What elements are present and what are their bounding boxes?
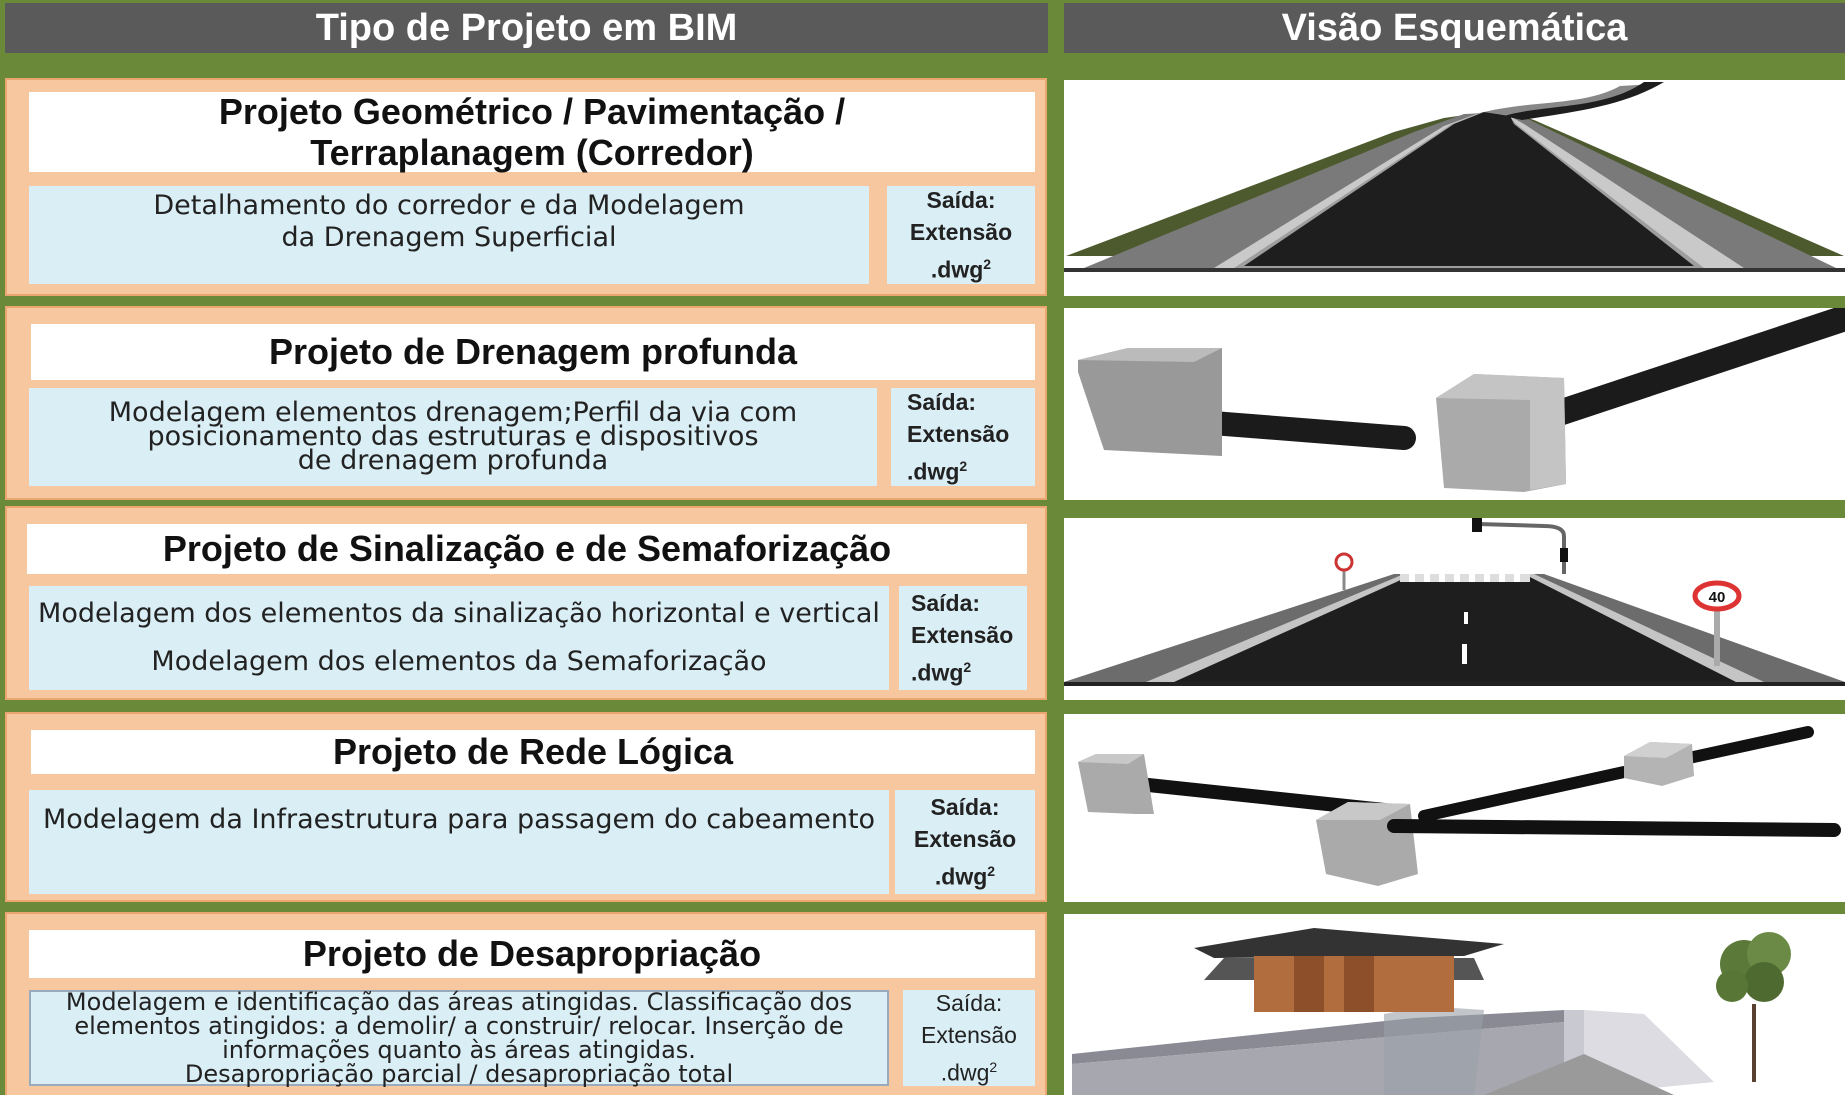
drainage-pipes-illustration [1064, 308, 1845, 500]
output-format: Saída: Extensão .dwg2 [895, 790, 1035, 894]
output-format: Saída: Extensão .dwg2 [903, 990, 1035, 1086]
house-expropriation-illustration [1064, 914, 1845, 1095]
speed-sign-text: 40 [1709, 589, 1726, 606]
project-description: Modelagem elementos drenagem;Perfil da v… [29, 388, 877, 486]
project-description: Modelagem e identificação das áreas atin… [29, 990, 889, 1086]
header-project-type: Tipo de Projeto em BIM [5, 3, 1048, 53]
project-title: Projeto Geométrico / Pavimentação / Terr… [29, 91, 1035, 173]
project-title: Projeto de Rede Lógica [31, 730, 1035, 774]
network-ducts-illustration [1064, 714, 1845, 902]
project-title: Projeto de Drenagem profunda [31, 324, 1035, 380]
output-format: Saída: Extensão .dwg2 [899, 586, 1027, 690]
project-row-signaling: Projeto de Sinalização e de Semaforizaçã… [5, 506, 1047, 700]
project-row-deep-drainage: Projeto de Drenagem profunda Modelagem e… [5, 306, 1047, 500]
project-description: Modelagem da Infraestrutura para passage… [29, 790, 889, 894]
project-title: Projeto de Desapropriação [29, 930, 1035, 978]
output-format: Saída: Extensão .dwg2 [887, 186, 1035, 284]
project-row-geometric: Projeto Geométrico / Pavimentação / Terr… [5, 78, 1047, 296]
header-schematic-view: Visão Esquemática [1064, 3, 1845, 53]
output-format: Saída: Extensão .dwg2 [891, 388, 1035, 486]
project-row-logical-network: Projeto de Rede Lógica Modelagem da Infr… [5, 712, 1047, 902]
project-description: Modelagem dos elementos da sinalização h… [29, 586, 889, 690]
project-row-expropriation: Projeto de Desapropriação Modelagem e id… [5, 912, 1047, 1095]
project-description: Detalhamento do corredor e da Modelagem … [29, 186, 869, 284]
project-title: Projeto de Sinalização e de Semaforizaçã… [27, 524, 1027, 574]
road-corridor-illustration [1064, 80, 1845, 296]
road-signs-illustration: 40 [1064, 518, 1845, 700]
